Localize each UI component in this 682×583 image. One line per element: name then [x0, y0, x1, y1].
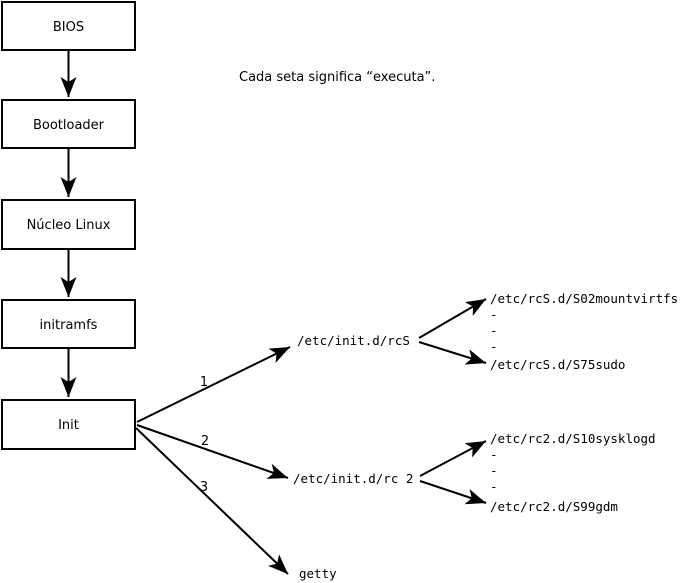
box-initramfs-label: initramfs [40, 318, 98, 333]
rcs-script-list: /etc/rcS.d/S02mountvirtfs - - - /etc/rcS… [490, 291, 678, 372]
branch-number-1: 1 [200, 375, 208, 390]
note-text: Cada seta significa “executa”. [239, 70, 435, 85]
rc2-script-last: /etc/rc2.d/S99gdm [490, 499, 618, 514]
ellipsis-dash: - [490, 307, 498, 322]
box-bios-label: BIOS [53, 20, 84, 35]
boot-chain: BIOS Bootloader Núcleo Linux initramfs I… [1, 1, 136, 450]
arrow-rcs-to-last-script [418, 341, 487, 365]
ellipsis-dash: - [490, 323, 498, 338]
rcs-script-first: /etc/rcS.d/S02mountvirtfs [490, 291, 678, 306]
box-init-label: Init [58, 418, 79, 433]
getty-label: getty [299, 566, 337, 581]
arrow-init-to-getty [135, 427, 289, 575]
rc2-script-list: /etc/rc2.d/S10sysklogd - - - /etc/rc2.d/… [490, 431, 656, 514]
arrow-init-to-rcs [136, 346, 291, 423]
box-bootloader-label: Bootloader [33, 118, 105, 133]
rc2-script-first: /etc/rc2.d/S10sysklogd [490, 431, 656, 446]
arrow-rc2-to-first-script [419, 440, 487, 477]
arrow-rcs-to-first-script [418, 298, 487, 339]
box-bootloader [1, 99, 136, 149]
box-nucleo-linux-label: Núcleo Linux [27, 218, 111, 233]
arrow-rc2-to-last-script [419, 480, 487, 505]
ellipsis-dash: - [490, 479, 498, 494]
branch-number-2: 2 [201, 434, 209, 449]
ellipsis-dash: - [490, 463, 498, 478]
branch-number-3: 3 [200, 480, 208, 495]
box-initramfs [1, 299, 136, 349]
rcs-script-last: /etc/rcS.d/S75sudo [490, 357, 625, 372]
box-bios [1, 1, 136, 51]
ellipsis-dash: - [490, 339, 498, 354]
rcs-path: /etc/init.d/rcS [297, 333, 410, 348]
arrow-init-to-rc2 [136, 424, 289, 479]
rc2-path: /etc/init.d/rc 2 [293, 471, 413, 486]
box-init [1, 399, 136, 450]
ellipsis-dash: - [490, 447, 498, 462]
box-nucleo-linux [1, 199, 136, 250]
